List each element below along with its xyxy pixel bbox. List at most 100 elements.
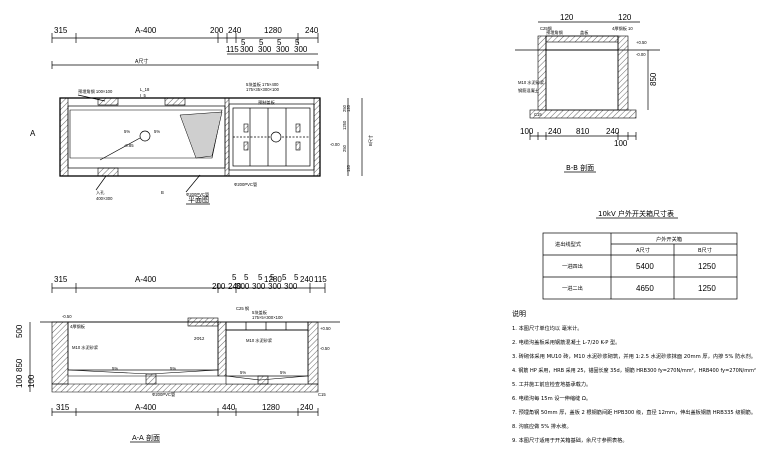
plan-overall-label: A尺寸: [135, 58, 148, 65]
aa-cover: 5块盖板: [252, 309, 268, 316]
aa-elev-r2: -0.50: [320, 346, 330, 351]
bb-cover: 盖板: [580, 29, 589, 36]
bb-bot-240a: 240: [548, 127, 562, 136]
plan-side-120a: 120: [346, 104, 351, 112]
aa-title: A-A 剖面: [132, 433, 160, 442]
table-subheader-b: B尺寸: [698, 246, 712, 254]
bb-title: B-B 剖面: [566, 163, 594, 172]
plan-label-frame: 预埋角钢 100×100: [78, 88, 113, 95]
table-row0-type: 一进四出: [562, 262, 583, 270]
plan-dim-1280: 1280: [264, 26, 282, 35]
bb-bot-810: 810: [576, 127, 590, 136]
notes-heading: 说明: [512, 309, 526, 318]
notes: 说明 1. 本图尺寸单位均以 毫米计。 2. 电缆沟盖板采用钢筋混凝土 L-7/…: [512, 309, 756, 444]
bb-elev1: +0.50: [636, 40, 647, 45]
plan-sub-300a: 300: [240, 45, 254, 54]
plan-elev: -0.85: [124, 143, 134, 148]
plan-dim-315: 315: [54, 26, 68, 35]
aa-top-plate: 4厚钢板: [70, 323, 86, 330]
note-6: 6. 电缆沟每 15m 设一伸缩缝 Ω。: [512, 394, 591, 402]
aa-sub-5d: 5: [270, 273, 275, 282]
bb-left-850: 850: [649, 72, 658, 86]
note-8: 8. 沟底应做 5% 排水坡。: [512, 422, 572, 430]
bb-top-120a: 120: [560, 13, 574, 22]
aa-slope3: 5%: [240, 370, 246, 375]
aa-dim-315: 315: [54, 275, 68, 284]
plan-sub-300b: 300: [258, 45, 272, 54]
aa-sub-5b: 5: [244, 273, 249, 282]
plan-side-1250: 1250: [342, 120, 347, 130]
aa-dim-1280: 1280: [264, 275, 282, 284]
note-2: 2. 电缆沟盖板采用钢筋混凝土 L-7/20 K-P 型。: [512, 338, 620, 346]
aa-slope1: 5%: [112, 366, 118, 371]
plan-sub-5b: 5: [259, 38, 264, 47]
aa-sub-5e: 5: [282, 273, 287, 282]
plan-slope2: 5%: [154, 129, 160, 134]
dimension-table: 10kV 户外开关箱尺寸表 进出线型式 户外开关箱 A尺寸 B尺寸 一进四出 5…: [542, 209, 738, 300]
aa-sub-300d: 300: [284, 282, 298, 291]
aa-slope2: 5%: [170, 366, 176, 371]
table-row0-b: 1250: [698, 262, 716, 271]
aa-sub-300b: 300: [252, 282, 266, 291]
plan-side-250: 250: [342, 144, 347, 152]
table-row1-type: 一进二出: [562, 284, 583, 292]
plan-dim-a400: A-400: [135, 26, 157, 35]
aa-elev-r: +0.50: [320, 326, 331, 331]
bb-top-120b: 120: [618, 13, 632, 22]
plan-view: 315 A-400 200 240 1280 240 115 300 300 3…: [30, 26, 374, 205]
aa-slope4: 5%: [280, 370, 286, 375]
plan-label-l18: L_18: [140, 87, 150, 92]
bb-bot-100a: 100: [520, 127, 534, 136]
aa-left-100b: 100: [27, 374, 36, 388]
aa-left-500: 500: [15, 324, 24, 338]
aa-sub-5f: 5: [294, 273, 299, 282]
note-9: 9. 本图尺寸适用于开关箱基础，余尺寸参照表格。: [512, 436, 628, 444]
plan-side-120b: 120: [346, 164, 351, 172]
plan-side-label: B尺寸: [367, 135, 374, 146]
note-5: 5. 工井施工前应检查地基承载力。: [512, 380, 591, 388]
plan-label-cover: 5块盖板 175×400: [246, 81, 279, 88]
table-row1-b: 1250: [698, 284, 716, 293]
table-subheader-a: A尺寸: [636, 246, 650, 254]
aa-bar: 2Φ12: [194, 336, 205, 341]
aa-steel2: M10 水泥砂浆: [246, 337, 273, 344]
note-4: 4. 钢筋 HP 采用，HRB 采用 25，锚固长度 35d，钢筋 HRB300…: [512, 366, 756, 374]
bb-bot-240b: 240: [606, 127, 620, 136]
aa-sub-5c: 5: [258, 273, 263, 282]
section-aa: 315 A-400 200 240 1280 240 115 5 5 300 3…: [15, 273, 340, 443]
plan-sub-300d: 300: [294, 45, 308, 54]
aa-steel1: M10 水泥砂浆: [72, 344, 99, 351]
note-7: 7. 预埋角钢 50mm 厚，盖板 2 根钢筋间距 HPB300 级，直径 12…: [512, 408, 756, 416]
aa-bot-a400: A-400: [135, 403, 157, 412]
table-row1-a: 4650: [636, 284, 654, 293]
plan-hole-size: 400×300: [96, 196, 113, 201]
plan-dim-240: 240: [228, 26, 242, 35]
plan-dim-240b: 240: [305, 26, 319, 35]
plan-sub-5c: 5: [277, 38, 282, 47]
aa-sub-300a: 300: [236, 282, 250, 291]
table-header-1: 户外开关箱: [656, 235, 682, 243]
bb-plate: 预埋角钢: [546, 29, 563, 36]
bb-elev2: -0.00: [636, 52, 646, 57]
plan-mark-b: B: [161, 190, 164, 195]
plan-elev-r: -0.00: [330, 142, 340, 147]
aa-pipe: Φ200PVC管: [152, 391, 175, 398]
plan-side-250b: 250: [342, 104, 347, 112]
aa-sub-5a: 5: [232, 273, 237, 282]
plan-slope1: 5%: [124, 129, 130, 134]
aa-left-100a: 100: [15, 374, 24, 388]
plan-pipe-out: Φ200PVC管: [234, 181, 257, 188]
plan-dim-200: 200: [210, 26, 224, 35]
plan-sub-300c: 300: [276, 45, 290, 54]
bb-c25: C25钢: [540, 25, 552, 32]
plan-mark-a: A: [30, 129, 36, 138]
aa-beam: C25 钢: [236, 305, 249, 312]
table-row0-a: 5400: [636, 262, 654, 271]
aa-dim-240: 240: [228, 282, 242, 291]
aa-cover2: 175×5×300×100: [252, 315, 283, 320]
table-header-0: 进出线型式: [555, 240, 582, 248]
plan-sub-5a: 5: [241, 38, 246, 47]
aa-left-850: 850: [15, 358, 24, 372]
aa-dim-a400: A-400: [135, 275, 157, 284]
